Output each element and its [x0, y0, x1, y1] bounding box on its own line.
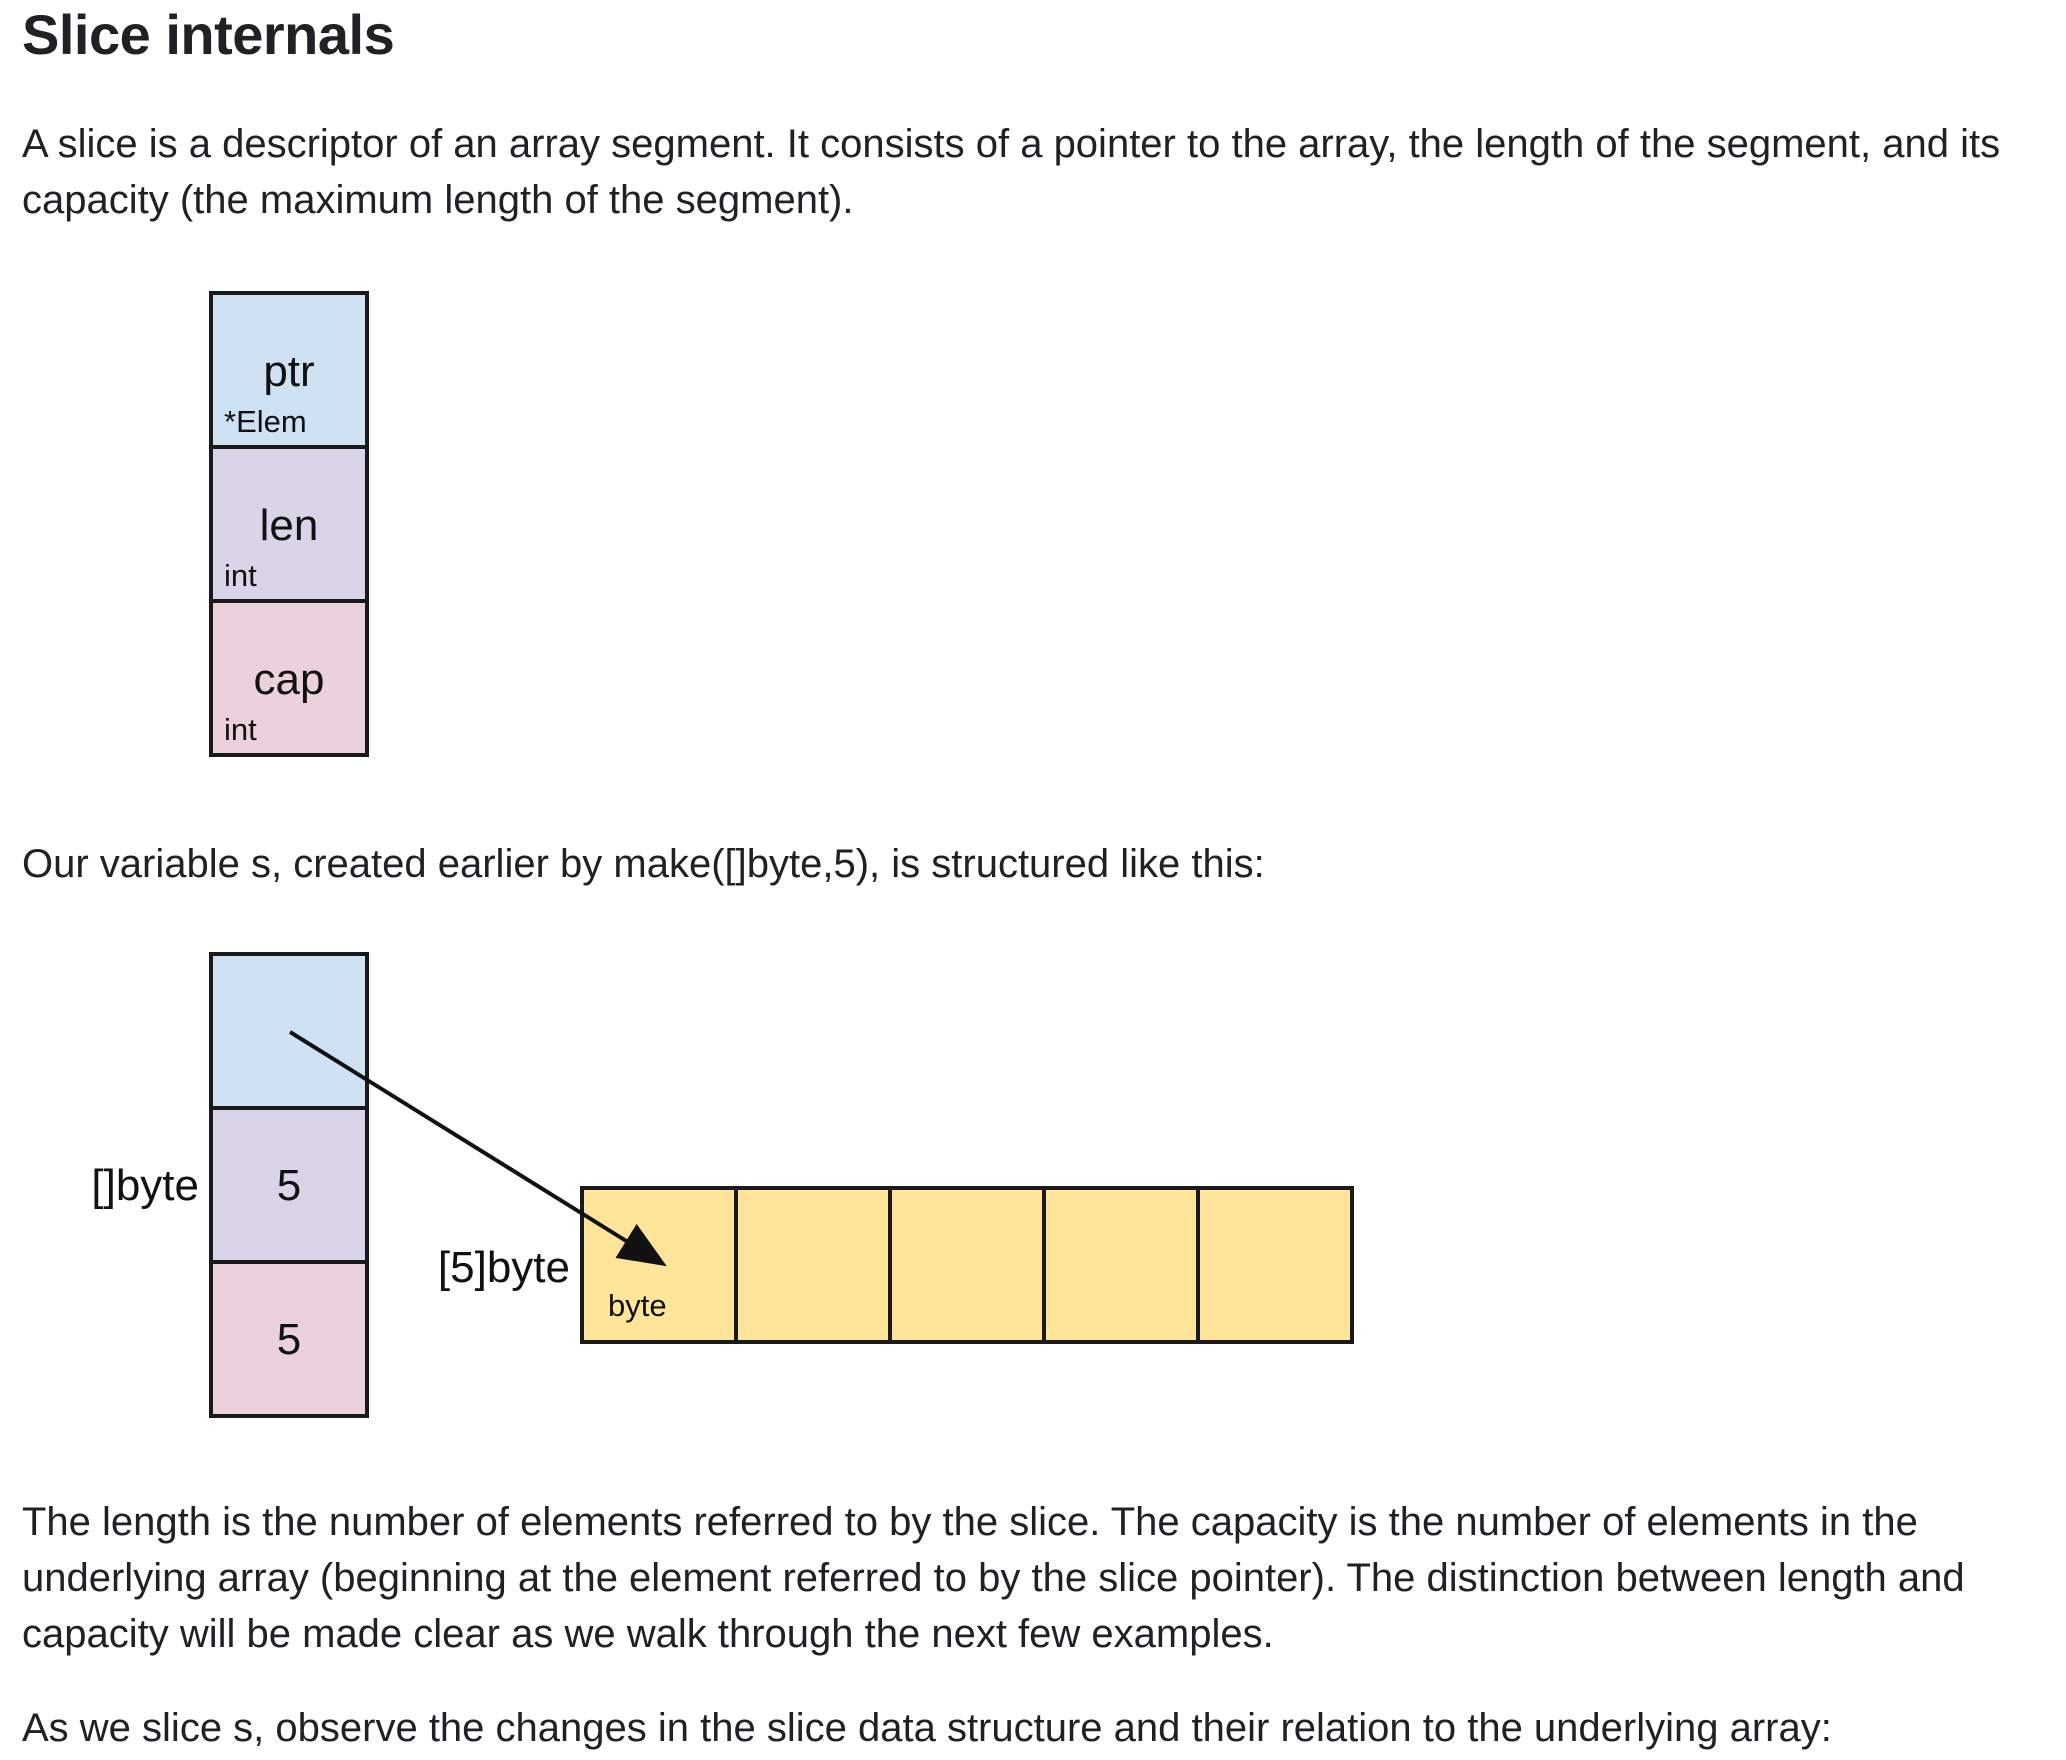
var-s-code: s	[250, 842, 271, 886]
cap-field-name: cap	[254, 655, 325, 704]
s-ptr-box	[209, 952, 369, 1110]
len-field-box	[209, 445, 369, 603]
para2-text-1: Our variable	[22, 842, 251, 886]
cap-field-type: int	[224, 712, 257, 747]
s-len-box	[209, 1106, 369, 1264]
len-field-name: len	[260, 501, 319, 550]
make-call-code: make([]byte,5)	[613, 842, 870, 886]
array-cell	[1042, 1186, 1200, 1344]
element-type-label: byte	[608, 1288, 667, 1323]
section-heading: Slice internals	[22, 3, 395, 66]
array-cell	[888, 1186, 1046, 1344]
pointer-arrow	[288, 1030, 667, 1267]
array-cell	[734, 1186, 892, 1344]
array-type-label: [5]byte	[438, 1243, 570, 1292]
underlying-array	[580, 1186, 1354, 1344]
array-cell	[1196, 1186, 1354, 1344]
s-len-value: 5	[277, 1161, 301, 1210]
para2-text-3: , is structured like this:	[869, 842, 1265, 886]
slicing-paragraph: As we slice s, observe the changes in th…	[22, 1700, 2052, 1756]
variable-paragraph: Our variable s, created earlier by make(…	[22, 836, 2052, 892]
ptr-field-name: ptr	[263, 347, 314, 396]
para4-text-2: , observe the changes in the slice data …	[253, 1706, 1832, 1750]
cap-field: cap int	[209, 599, 369, 757]
cap-field-box	[209, 599, 369, 757]
para2-text-2: , created earlier by	[270, 842, 614, 886]
var-s-code-2: s	[233, 1706, 254, 1750]
len-field: len int	[209, 445, 369, 603]
para4-text-1: As we slice	[22, 1706, 234, 1750]
ptr-field-type: *Elem	[224, 404, 307, 439]
intro-paragraph: A slice is a descriptor of an array segm…	[22, 122, 2001, 222]
ptr-field-box	[209, 291, 369, 449]
length-capacity-paragraph: The length is the number of elements ref…	[22, 1500, 1965, 1656]
s-cap-box	[209, 1260, 369, 1418]
s-cap-value: 5	[277, 1315, 301, 1364]
ptr-field: ptr *Elem	[209, 291, 369, 449]
slice-type-label: []byte	[91, 1161, 199, 1210]
len-field-type: int	[224, 558, 257, 593]
